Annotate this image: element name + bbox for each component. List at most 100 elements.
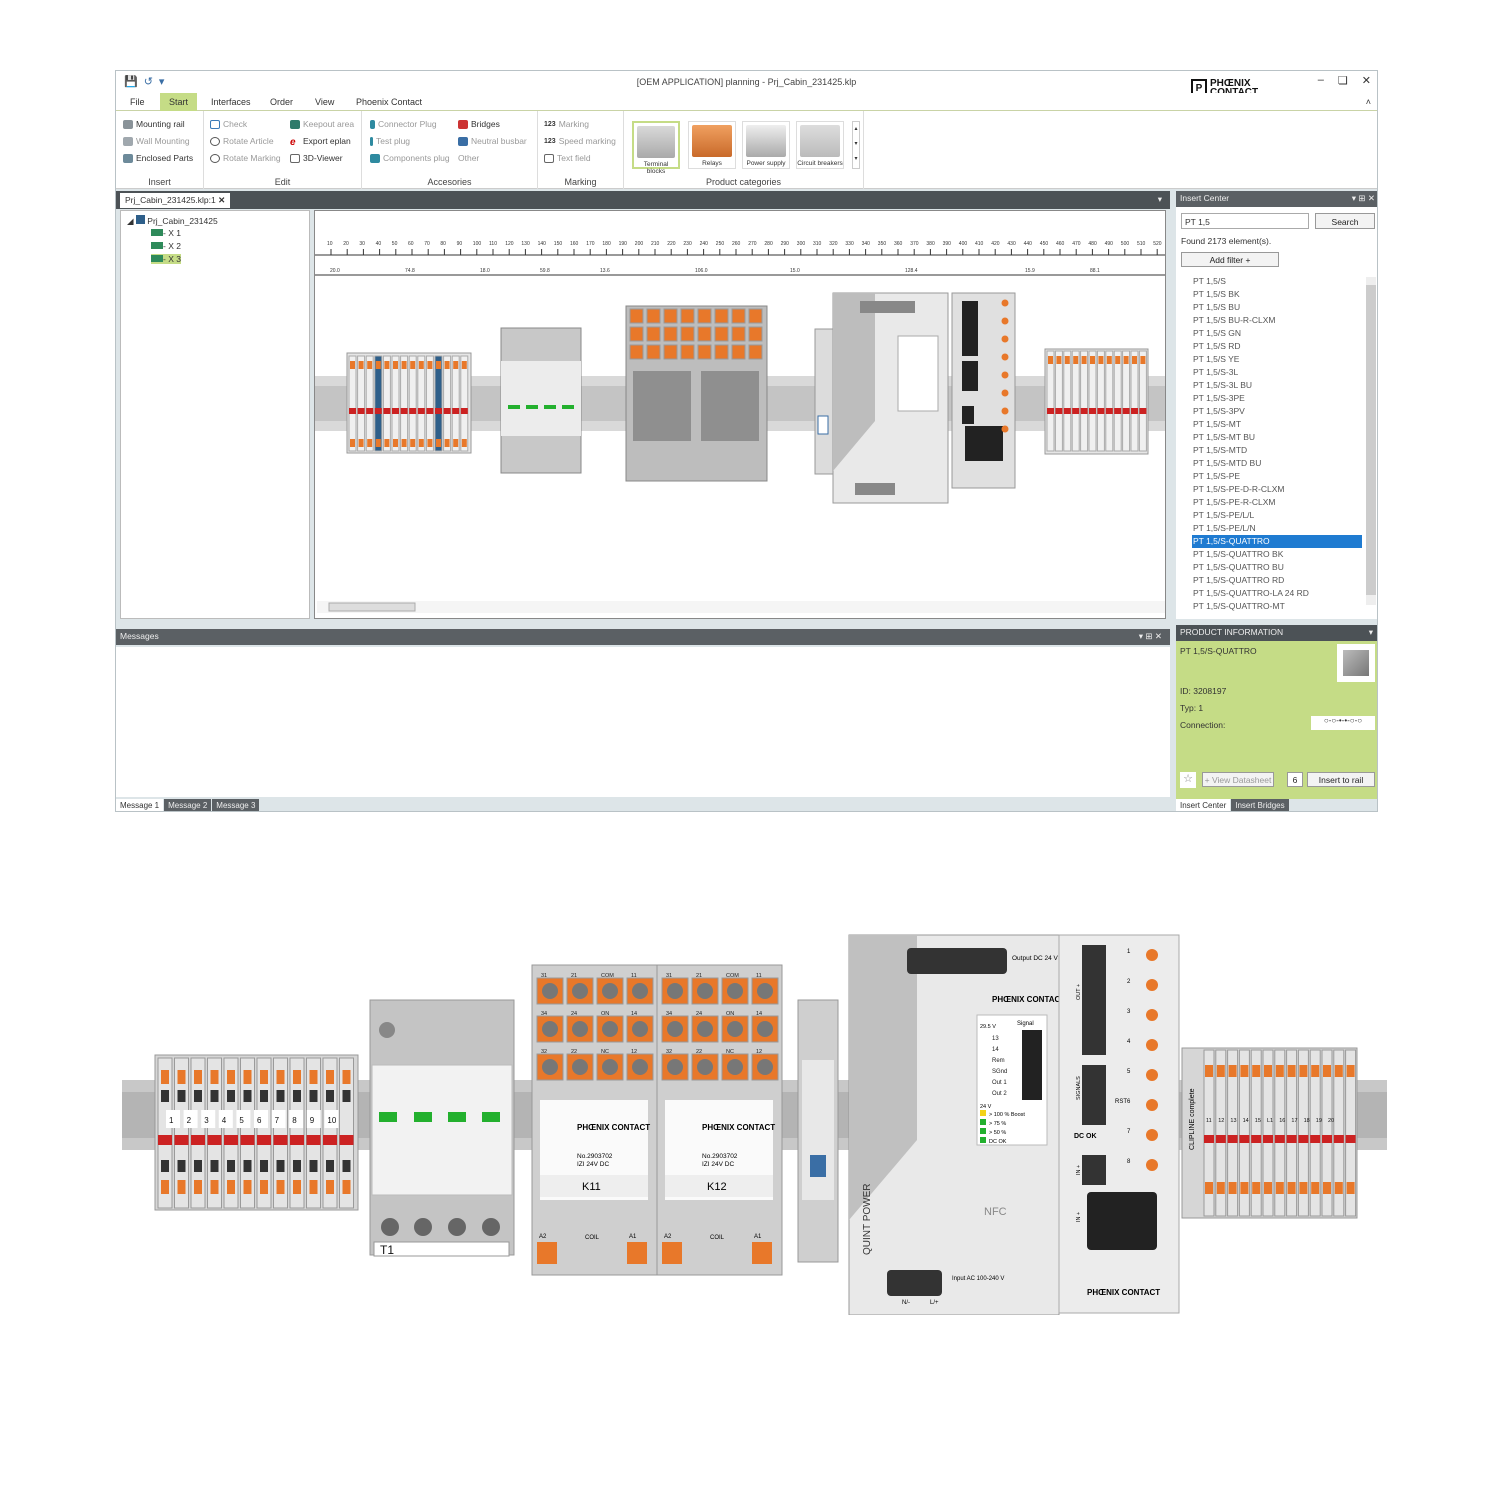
terminal-slice[interactable] (434, 355, 443, 452)
terminal-slice[interactable] (408, 355, 417, 452)
result-item[interactable]: PT 1,5/S-3L BU (1193, 380, 1253, 390)
panel-controls-icon[interactable]: ▾ ⊞ ✕ (1138, 631, 1162, 641)
result-item[interactable]: PT 1,5/S (1193, 276, 1226, 286)
add-filter-button[interactable]: Add filter + (1181, 252, 1279, 267)
surge-arrester[interactable] (500, 327, 582, 474)
bridges-button[interactable]: Bridges (458, 119, 500, 129)
terminal-slice[interactable] (1096, 350, 1105, 452)
insert-to-rail-button[interactable]: Insert to rail (1307, 772, 1375, 787)
minimize-icon[interactable]: – (1317, 74, 1324, 86)
restore-icon[interactable]: ❏ (1337, 75, 1348, 87)
terminal-slice[interactable] (348, 355, 357, 452)
keepout-area-button[interactable]: Keepout area (290, 119, 354, 129)
result-item[interactable]: PT 1,5/S-PE (1193, 471, 1241, 481)
result-item[interactable]: PT 1,5/S-QUATTRO-MT (1193, 601, 1285, 611)
circuit-breaker[interactable] (814, 328, 834, 475)
result-item[interactable]: PT 1,5/S-QUATTRO-LA 24 RD (1193, 588, 1309, 598)
result-item[interactable]: PT 1,5/S-PE/L/L (1193, 510, 1255, 520)
panel-controls-icon[interactable]: ▾ ⊞ ✕ (1351, 193, 1375, 203)
result-item[interactable]: PT 1,5/S YE (1193, 354, 1240, 364)
document-tab[interactable]: Prj_Cabin_231425.klp:1 ✕ (120, 193, 231, 208)
list-scrollbar[interactable] (1366, 277, 1376, 605)
result-item[interactable]: PT 1,5/S-MT BU (1193, 432, 1256, 442)
terminal-slice[interactable] (1105, 350, 1114, 452)
terminal-slice[interactable] (1054, 350, 1063, 452)
undo-icon[interactable]: ↺ (143, 76, 153, 88)
terminal-slice[interactable] (1138, 350, 1147, 452)
menu-file[interactable]: File (130, 97, 145, 107)
result-item[interactable]: PT 1,5/S-MT (1193, 419, 1242, 429)
terminal-slice[interactable] (425, 355, 434, 452)
enclosed-parts-button[interactable]: Enclosed Parts (123, 153, 193, 163)
search-button[interactable]: Search (1315, 213, 1375, 229)
terminal-slice[interactable] (1130, 350, 1139, 452)
rotate-marking-button[interactable]: Rotate Marking (210, 153, 281, 163)
menu-interfaces[interactable]: Interfaces (211, 97, 251, 107)
category-relays[interactable]: Relays (688, 121, 736, 169)
result-item[interactable]: PT 1,5/S-QUATTRO BK (1193, 549, 1284, 559)
terminal-slice[interactable] (1122, 350, 1131, 452)
check-button[interactable]: Check (210, 119, 247, 129)
terminal-slice[interactable] (365, 355, 374, 452)
wall-mounting-button[interactable]: Wall Mounting (123, 136, 190, 146)
terminal-slice[interactable] (460, 355, 469, 452)
result-item[interactable]: PT 1,5/S-MTD (1193, 445, 1248, 455)
quint-power-supply[interactable] (832, 292, 949, 504)
test-plug-button[interactable]: Test plug (370, 136, 410, 146)
result-item[interactable]: PT 1,5/S GN (1193, 328, 1242, 338)
neutral-busbar-button[interactable]: Neutral busbar (458, 136, 527, 146)
menu-order[interactable]: Order (270, 97, 294, 107)
category-power-supply[interactable]: Power supply (742, 121, 790, 169)
close-icon[interactable]: ✕ (1361, 75, 1371, 87)
category-scroll[interactable]: ▴▾▾ (852, 121, 860, 169)
tab-insert-center[interactable]: Insert Center (1176, 799, 1231, 811)
tree-item-x1[interactable]: - X 1 (151, 228, 181, 238)
text-field-button[interactable]: Text field (544, 153, 591, 163)
terminal-slice[interactable] (1113, 350, 1122, 452)
quantity-input[interactable]: 6 (1287, 772, 1303, 787)
tab-message-3[interactable]: Message 3 (212, 799, 260, 811)
terminal-slice[interactable] (400, 355, 409, 452)
terminal-slice[interactable] (391, 355, 400, 452)
dropdown-icon[interactable]: ▾ (158, 76, 165, 88)
save-icon[interactable]: 💾 (124, 76, 138, 88)
result-item[interactable]: PT 1,5/S-3L (1193, 367, 1239, 377)
terminal-group-1[interactable] (346, 352, 472, 454)
tree-item-x2[interactable]: - X 2 (151, 241, 181, 251)
diagnostic-module[interactable] (951, 292, 1016, 489)
terminal-slice[interactable] (382, 355, 391, 452)
result-item[interactable]: PT 1,5/S-QUATTRO RD (1193, 575, 1285, 585)
result-item[interactable]: PT 1,5/S-PE-R-CLXM (1193, 497, 1276, 507)
list-scroll-thumb[interactable] (1366, 285, 1376, 595)
category-circuit-breakers[interactable]: Circuit breakers (796, 121, 844, 169)
terminal-slice[interactable] (1080, 350, 1089, 452)
terminal-slice[interactable] (451, 355, 460, 452)
collapse-icon[interactable]: ▾ (1368, 627, 1373, 637)
terminal-group-2[interactable] (1044, 348, 1149, 455)
result-item[interactable]: PT 1,5/S-MTD BU (1193, 458, 1262, 468)
collapse-ribbon-icon[interactable]: ˄ (1365, 97, 1371, 107)
scroll-thumb[interactable] (328, 602, 416, 612)
menu-phoenix-contact[interactable]: Phoenix Contact (356, 97, 423, 107)
terminal-slice[interactable] (357, 355, 366, 452)
components-plug-button[interactable]: Components plug (370, 153, 450, 163)
tab-insert-bridges[interactable]: Insert Bridges (1231, 799, 1289, 811)
tree-root[interactable]: ◢ Prj_Cabin_231425 (127, 215, 218, 226)
result-item[interactable]: PT 1,5/S RD (1193, 341, 1241, 351)
result-item[interactable]: PT 1,5/S-3PE (1193, 393, 1245, 403)
tab-message-1[interactable]: Message 1 (116, 799, 164, 811)
result-item[interactable]: PT 1,5/S-PE/L/N (1193, 523, 1256, 533)
result-item[interactable]: PT 1,5/S-QUATTRO BU (1193, 562, 1284, 572)
3d-viewer-button[interactable]: 3D-Viewer (290, 153, 343, 163)
mounting-rail-button[interactable]: Mounting rail (123, 119, 185, 129)
view-datasheet-button[interactable]: + View Datasheet (1202, 772, 1274, 787)
result-item[interactable]: PT 1,5/S-QUATTRO (1192, 535, 1362, 548)
result-item[interactable]: PT 1,5/S BU-R-CLXM (1193, 315, 1276, 325)
connector-plug-button[interactable]: Connector Plug (370, 119, 437, 129)
terminal-slice[interactable] (1046, 350, 1055, 452)
result-item[interactable]: PT 1,5/S BU (1193, 302, 1241, 312)
